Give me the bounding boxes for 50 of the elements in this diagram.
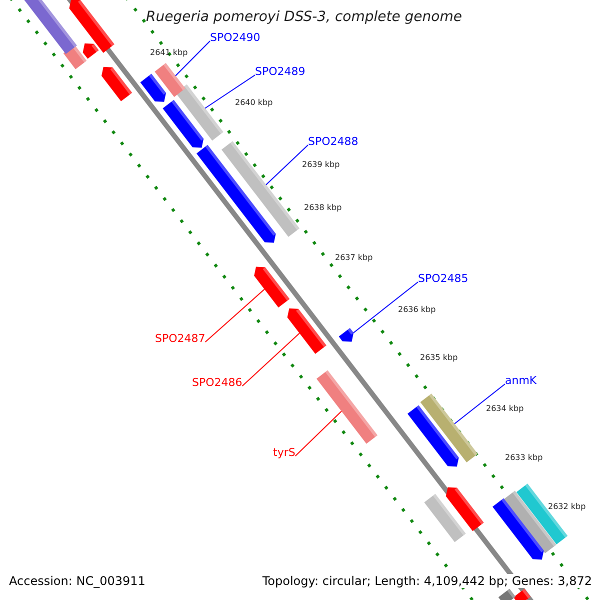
gene-block — [254, 266, 290, 308]
gene-block — [162, 100, 204, 148]
gene-block — [316, 370, 378, 444]
leader-line — [175, 40, 210, 76]
gene-block — [23, 0, 77, 54]
gene-label: anmK — [505, 374, 537, 387]
scale-label: 2637 kbp — [335, 253, 373, 262]
gene-block — [176, 84, 224, 141]
scale-label: 2632 kbp — [548, 502, 586, 511]
gene-block — [102, 66, 132, 102]
gene-block — [287, 308, 326, 354]
scale-label: 2640 kbp — [235, 98, 273, 107]
scale-label: 2634 kbp — [486, 404, 524, 413]
gene-block — [140, 74, 166, 102]
leader-line — [454, 384, 506, 424]
gene-block — [446, 487, 484, 532]
gene-block — [196, 144, 276, 243]
accession-text: Accession: NC_003911 — [9, 574, 146, 588]
gene-label: SPO2489 — [255, 65, 306, 78]
gene-label: SPO2488 — [308, 135, 358, 148]
gene-block — [498, 588, 516, 600]
gene-block — [82, 43, 99, 59]
scale-label: 2633 kbp — [505, 453, 543, 462]
gene-block — [408, 405, 459, 467]
gene-label: SPO2486 — [192, 376, 242, 389]
scale-label: 2639 kbp — [302, 160, 340, 169]
gene-block — [420, 394, 478, 462]
title: Ruegeria pomeroyi DSS-3, complete genome — [146, 9, 462, 25]
scale-label: 2636 kbp — [398, 305, 436, 314]
gene-label: SPO2485 — [418, 272, 468, 285]
gene-block — [63, 44, 87, 70]
gene-block — [222, 141, 300, 237]
gene-block — [424, 494, 466, 542]
gene-label: tyrS — [273, 446, 296, 459]
gene-block — [516, 484, 568, 544]
scale-label: 2641 kbp — [150, 48, 188, 57]
leader-line — [204, 288, 265, 342]
leader-line — [266, 144, 308, 186]
gene-block — [513, 588, 531, 600]
leader-line — [294, 410, 342, 456]
leader-line — [204, 74, 256, 109]
gene-block — [69, 0, 114, 53]
scale-label: 2635 kbp — [420, 353, 458, 362]
leader-line — [242, 332, 300, 386]
gene-label: SPO2487 — [155, 332, 206, 345]
leader-line — [353, 282, 418, 334]
gene-block — [338, 328, 354, 342]
gene-block — [492, 498, 544, 560]
gene-block — [154, 63, 186, 97]
gene-label: SPO2490 — [210, 31, 260, 44]
